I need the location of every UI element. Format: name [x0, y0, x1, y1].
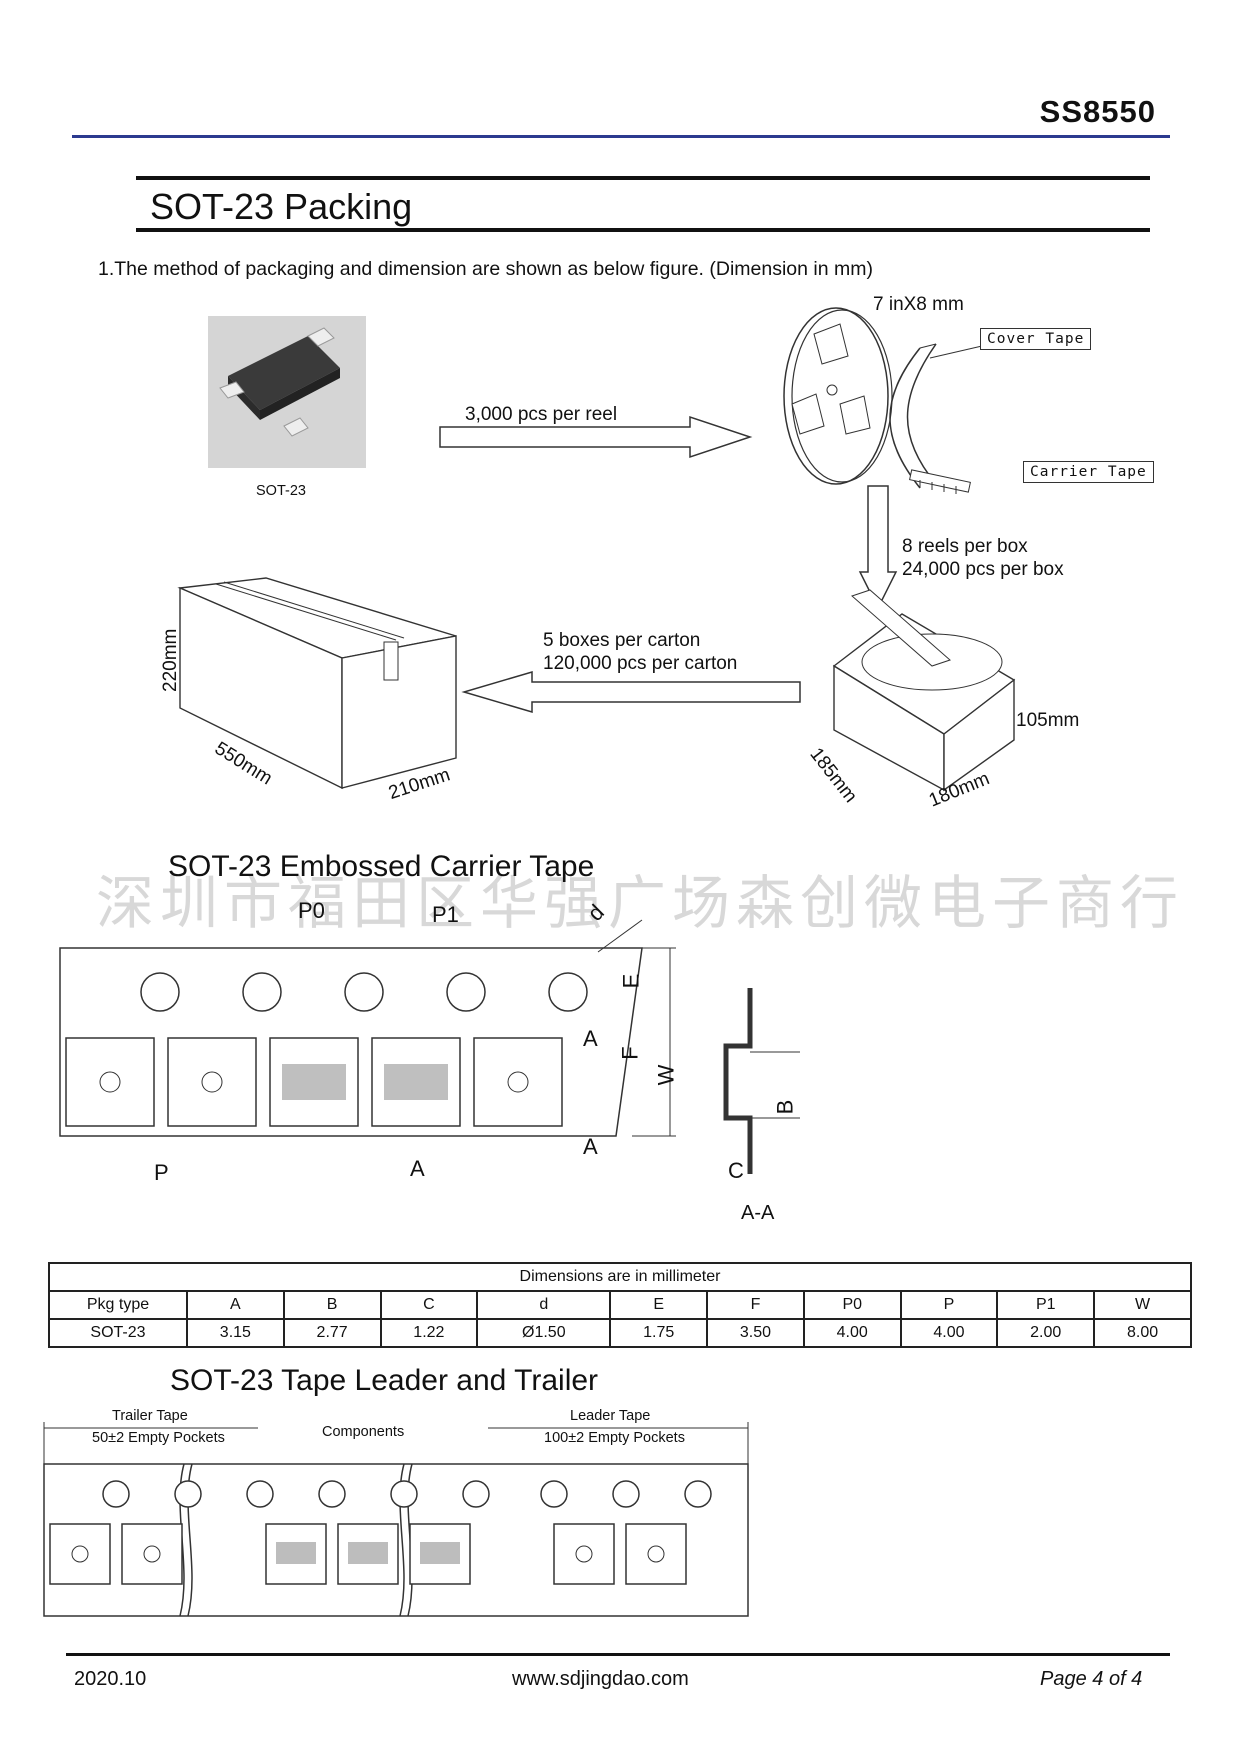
- part-number: SS8550: [1039, 94, 1156, 129]
- carrier-tape-diagram: [59, 919, 676, 1137]
- label-p1: P1: [432, 902, 459, 927]
- sot23-package-icon: [219, 327, 340, 437]
- component-label: SOT-23: [256, 483, 306, 499]
- table-header-row: Pkg type A B C d E F P0 P P1 W: [48, 1290, 1192, 1320]
- table-row: SOT-23 3.15 2.77 1.22 Ø1.50 1.75 3.50 4.…: [48, 1318, 1192, 1348]
- table-header: F: [706, 1290, 805, 1320]
- cover-tape-pointer: [929, 345, 983, 359]
- table-cell: Ø1.50: [476, 1318, 612, 1348]
- trailer-label: Trailer Tape: [112, 1408, 188, 1424]
- table-header: Pkg type: [48, 1290, 188, 1320]
- footer-website[interactable]: www.sdjingdao.com: [512, 1668, 689, 1690]
- trailer-pockets: 50±2 Empty Pockets: [92, 1430, 225, 1446]
- carrier-title: SOT-23 Embossed Carrier Tape: [168, 850, 595, 883]
- label-a-dim: A: [410, 1156, 425, 1181]
- box-height-label: 105mm: [1016, 710, 1080, 731]
- label-p: P: [154, 1160, 169, 1185]
- carton-arrow: [461, 670, 801, 714]
- footer-date: 2020.10: [74, 1668, 147, 1690]
- cover-tape-tag: Cover Tape: [980, 328, 1092, 350]
- reel-icon: [783, 307, 893, 485]
- section-rule-bottom: [136, 228, 1150, 232]
- label-f: F: [617, 1046, 643, 1060]
- box-label-2: 24,000 pcs per box: [902, 559, 1064, 580]
- label-b: B: [772, 1099, 798, 1115]
- watermark: 深圳市福田区华强广场森创微电子商行: [96, 871, 1185, 936]
- table-cell: 4.00: [899, 1318, 999, 1348]
- dimension-table: Dimensions are in millimeter Pkg type A …: [48, 1262, 1192, 1348]
- label-p0: P0: [298, 898, 325, 923]
- tape-strip: [889, 343, 971, 494]
- table-header: A: [186, 1290, 285, 1320]
- label-a-top: A: [583, 1026, 598, 1051]
- label-a-bottom: A: [583, 1134, 598, 1159]
- table-cell: 1.22: [379, 1318, 479, 1348]
- label-e: E: [618, 973, 644, 989]
- table-caption: Dimensions are in millimeter: [48, 1262, 1192, 1292]
- table-cell: 3.15: [186, 1318, 285, 1348]
- footer-page: Page 4 of 4: [1040, 1668, 1143, 1690]
- carton-icon: [177, 577, 457, 790]
- leader-trailer-diagram: [43, 1422, 749, 1617]
- table-cell: 8.00: [1093, 1318, 1192, 1348]
- table-header: P1: [996, 1290, 1096, 1320]
- box-arrow: [858, 485, 898, 610]
- table-cell: 2.77: [282, 1318, 382, 1348]
- section-title: SOT-23 Packing: [150, 186, 413, 227]
- carton-label-1: 5 boxes per carton: [543, 630, 701, 651]
- carrier-tape-tag: Carrier Tape: [1023, 461, 1154, 483]
- footer-divider: [66, 1653, 1170, 1656]
- label-w: W: [653, 1064, 679, 1086]
- table-header: P0: [802, 1290, 902, 1320]
- section-aa-label: A-A: [741, 1202, 775, 1224]
- table-header: C: [379, 1290, 479, 1320]
- leader-label: Leader Tape: [570, 1408, 651, 1424]
- table-cell: 2.00: [996, 1318, 1096, 1348]
- box-label-1: 8 reels per box: [902, 536, 1028, 557]
- table-header: W: [1093, 1290, 1192, 1320]
- leader-title: SOT-23 Tape Leader and Trailer: [170, 1364, 599, 1397]
- table-header: d: [476, 1290, 612, 1320]
- table-header: E: [609, 1290, 709, 1320]
- carton-label-2: 120,000 pcs per carton: [543, 653, 738, 674]
- table-cell: 3.50: [706, 1318, 805, 1348]
- table-cell: 4.00: [802, 1318, 902, 1348]
- components-label: Components: [322, 1424, 405, 1440]
- label-c: C: [728, 1158, 744, 1183]
- table-header: P: [899, 1290, 999, 1320]
- section-aa-diagram: [723, 988, 800, 1174]
- carton-height-label: 220mm: [160, 628, 181, 692]
- reel-size-label: 7 inX8 mm: [873, 294, 964, 315]
- reel-arrow: [439, 415, 753, 459]
- leader-pockets: 100±2 Empty Pockets: [544, 1430, 685, 1446]
- table-header: B: [282, 1290, 382, 1320]
- section-rule-top: [136, 176, 1150, 180]
- header-divider: [72, 135, 1170, 138]
- intro-text: 1.The method of packaging and dimension …: [98, 258, 873, 280]
- reel-box-icon: [832, 589, 1016, 792]
- reel-arrow-label: 3,000 pcs per reel: [465, 404, 618, 425]
- table-cell: 1.75: [609, 1318, 709, 1348]
- sot23-photo: [208, 316, 366, 468]
- table-cell: SOT-23: [48, 1318, 188, 1348]
